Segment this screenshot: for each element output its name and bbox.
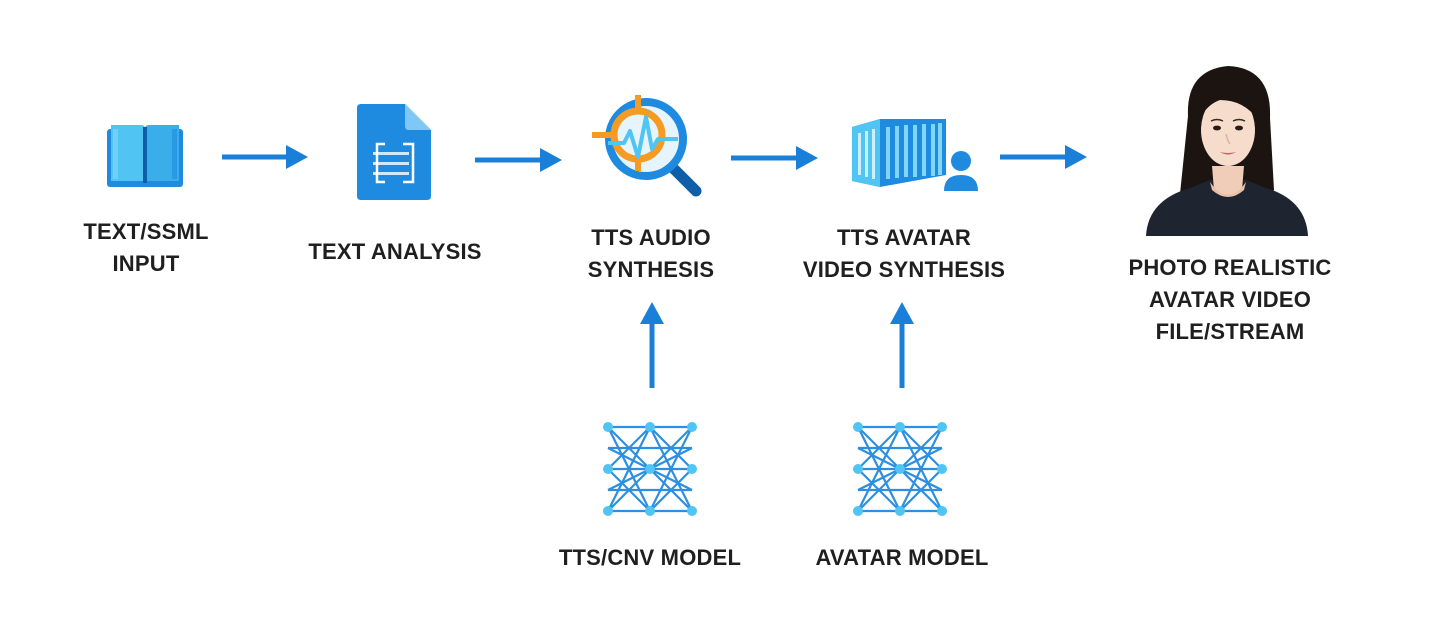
document-icon — [357, 104, 431, 200]
label-line: TEXT ANALYSIS — [308, 239, 482, 264]
label-line: AVATAR VIDEO — [1148, 287, 1312, 312]
arrow-audio-to-video — [731, 146, 818, 170]
label-avatar-model: AVATAR MODEL — [792, 542, 1012, 574]
label-line: PHOTO REALISTIC — [1128, 255, 1332, 280]
arrow-video-to-output — [1000, 145, 1087, 169]
label-line: TTS AUDIO — [591, 225, 711, 250]
label-line: TTS AVATAR — [837, 225, 971, 250]
label-line: SYNTHESIS — [587, 257, 715, 282]
audio-search-icon — [592, 95, 702, 197]
arrow-analysis-to-audio — [475, 148, 562, 172]
arrow-input-to-analysis — [222, 145, 308, 169]
neural-network-icon — [603, 422, 697, 516]
label-text-ssml-input: TEXT/SSML INPUT — [66, 216, 226, 280]
container-user-icon — [852, 119, 978, 191]
label-tts-audio-synthesis: TTS AUDIO SYNTHESIS — [563, 222, 739, 286]
label-text-analysis: TEXT ANALYSIS — [290, 236, 500, 268]
label-line: AVATAR MODEL — [815, 545, 989, 570]
arrow-tts-model-up — [640, 302, 664, 388]
arrow-avatar-model-up — [890, 302, 914, 388]
neural-network-icon — [853, 422, 947, 516]
label-line: FILE/STREAM — [1155, 319, 1305, 344]
label-line: INPUT — [112, 251, 180, 276]
label-line: TEXT/SSML — [83, 219, 209, 244]
open-book-icon — [107, 125, 183, 187]
label-tts-cnv-model: TTS/CNV MODEL — [540, 542, 760, 574]
label-line: VIDEO SYNTHESIS — [802, 257, 1006, 282]
avatar-portrait — [1146, 66, 1308, 236]
label-line: TTS/CNV MODEL — [558, 545, 742, 570]
label-photo-realistic-avatar-video: PHOTO REALISTIC AVATAR VIDEO FILE/STREAM — [1110, 252, 1350, 348]
label-tts-avatar-video-synthesis: TTS AVATAR VIDEO SYNTHESIS — [784, 222, 1024, 286]
